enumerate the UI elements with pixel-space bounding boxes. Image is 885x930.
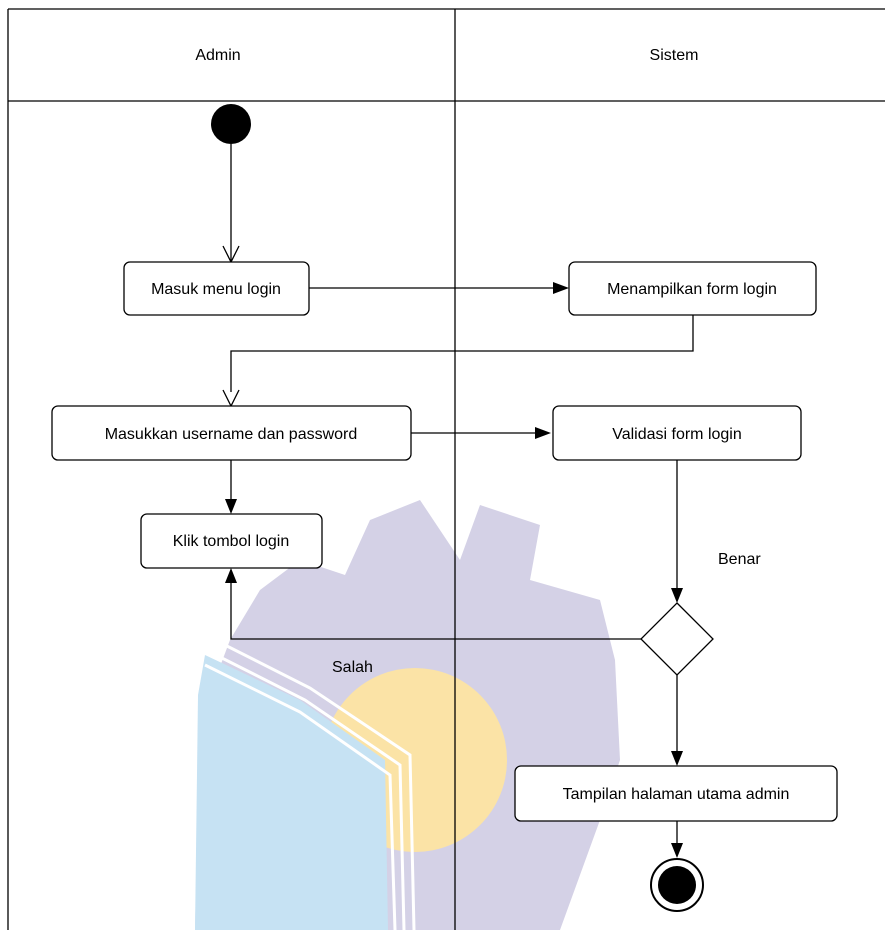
activity-masuk-menu-login-label: Masuk menu login [151,281,281,298]
arrowhead-solid [225,499,237,514]
arrowhead-open [222,389,240,408]
activity-validasi-form-login [552,405,802,461]
activity-tampilan-halaman-utama-label: Tampilan halaman utama admin [563,786,790,803]
activity-masukkan-username-password-label: Masukkan username dan password [105,426,358,443]
edge-decision-to-klik [230,572,642,640]
arrowhead-solid [671,588,683,603]
guard-label-benar: Benar [718,551,761,568]
watermark-book [195,655,388,930]
end-node [658,866,696,904]
swimlane-header-sistem: Sistem [650,47,699,64]
edge-menampilkan-to-masukkan [230,315,694,392]
activity-menampilkan-form-login [568,261,817,316]
activity-masukkan-username-password [51,405,412,461]
watermark-book-pages [204,638,416,930]
edges [222,144,694,858]
activity-tampilan-halaman-utama [514,765,838,822]
swimlane-frame [7,8,885,930]
activity-masuk-menu-login [123,261,310,316]
arrowhead-solid [553,282,569,294]
activity-klik-tombol-login-label: Klik tombol login [173,533,290,550]
activity-validasi-form-login-label: Validasi form login [612,426,742,443]
guard-label-salah: Salah [332,659,373,676]
arrowhead-solid [671,843,683,858]
arrowhead-solid [671,751,683,766]
activity-klik-tombol-login [140,513,323,569]
watermark-logo [195,500,620,930]
swimlane-header-admin: Admin [195,47,240,64]
arrowhead-solid [535,427,551,439]
activity-menampilkan-form-login-label: Menampilkan form login [607,281,777,298]
start-node [211,104,251,144]
decision-node [640,602,714,676]
arrowhead-solid [225,568,237,583]
